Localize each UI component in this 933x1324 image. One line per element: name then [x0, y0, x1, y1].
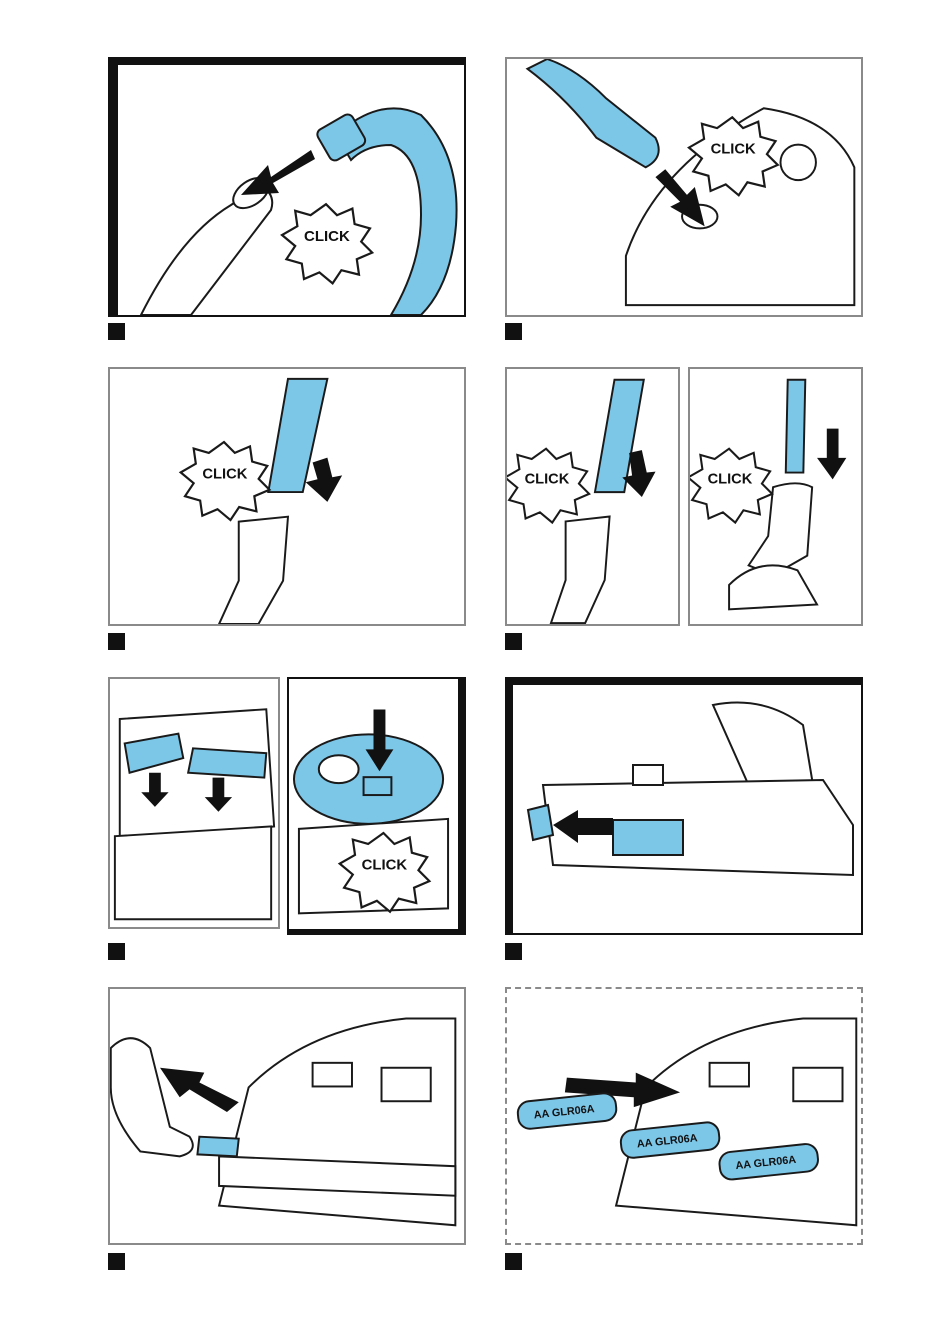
arrow-icon [160, 1068, 239, 1112]
tube-handle-illustration: CLICK [507, 369, 678, 624]
step-8-illustration: AA GLR06A AA GLR06A AA GLR06A [505, 987, 863, 1245]
step-marker-4 [505, 633, 522, 650]
click-label: CLICK [202, 466, 247, 482]
arrow-icon [817, 429, 846, 480]
step-5b-illustration: CLICK [287, 677, 466, 935]
step-3-illustration: CLICK [108, 367, 466, 626]
battery-icon: AA GLR06A [517, 1092, 618, 1130]
battery-cover-open-illustration [513, 685, 861, 933]
step-4a-illustration: CLICK [505, 367, 680, 626]
step-marker-8 [505, 1253, 522, 1270]
step-2-illustration: CLICK [505, 57, 863, 317]
hose-connect-illustration: CLICK [118, 65, 464, 315]
click-burst-icon: CLICK [690, 449, 772, 523]
step-marker-5 [108, 943, 125, 960]
click-burst-icon: CLICK [507, 449, 589, 523]
battery-tray-pull-illustration [110, 989, 464, 1243]
click-label: CLICK [304, 228, 350, 245]
click-burst-icon: CLICK [282, 204, 372, 283]
step-marker-1 [108, 323, 125, 340]
click-label: CLICK [362, 858, 408, 874]
click-label: CLICK [708, 471, 753, 487]
tube-click-illustration: CLICK [110, 369, 464, 624]
click-burst-icon: CLICK [181, 442, 270, 520]
lid-close-illustration: CLICK [289, 679, 458, 929]
click-label: CLICK [711, 142, 756, 158]
step-5a-illustration [108, 677, 280, 929]
step-marker-7 [108, 1253, 125, 1270]
battery-insert-illustration: AA GLR06A AA GLR06A AA GLR06A [507, 989, 861, 1243]
step-marker-2 [505, 323, 522, 340]
step-marker-6 [505, 943, 522, 960]
click-label: CLICK [525, 471, 570, 487]
accessory-storage-illustration [110, 679, 278, 927]
step-marker-3 [108, 633, 125, 650]
arrow-icon [306, 458, 342, 502]
step-7-illustration [108, 987, 466, 1245]
step-1-illustration: CLICK [108, 57, 466, 317]
arrow-icon [241, 150, 315, 195]
step-6-illustration [505, 677, 863, 935]
step-4b-illustration: CLICK [688, 367, 863, 626]
hose-insert-illustration: CLICK [507, 59, 861, 315]
tube-nozzle-illustration: CLICK [690, 369, 861, 624]
